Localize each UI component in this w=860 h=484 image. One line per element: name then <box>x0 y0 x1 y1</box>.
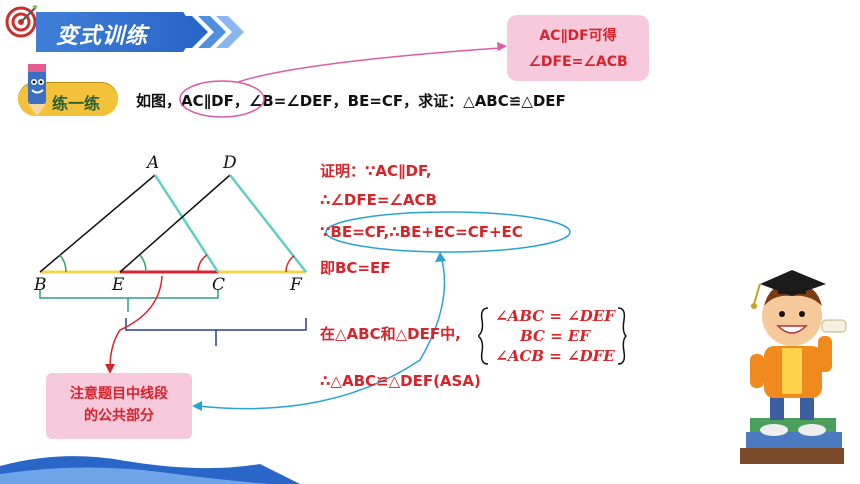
highlight-ellipse-parallel <box>179 80 265 118</box>
hint-line-2: ∠DFE=∠ACB <box>528 54 628 70</box>
footer-wave <box>0 456 300 484</box>
arrow-common-segment <box>109 275 163 369</box>
note-line-2: 的公共部分 <box>84 408 154 424</box>
condition-side-bc: BC = EF <box>520 327 590 345</box>
vertex-label-b: B <box>34 275 47 295</box>
triangle-figure <box>39 174 307 374</box>
hint-callout: AC∥DF可得 ∠DFE=∠ACB <box>507 15 649 81</box>
proof-line-3: ∵BE=CF,∴BE+EC=CF+EC <box>320 223 523 241</box>
vertex-label-c: C <box>212 275 226 295</box>
student-on-books-illustration <box>740 270 847 464</box>
proof-line-2: ∴∠DFE=∠ACB <box>320 191 437 209</box>
vertex-label-d: D <box>223 153 237 173</box>
vertex-label-f: F <box>290 275 302 295</box>
badge-label: 练一练 <box>52 94 101 113</box>
section-title: 变式训练 <box>56 24 149 49</box>
section-header-bar <box>36 12 196 52</box>
connector-to-callout <box>237 47 501 83</box>
pencil-mascot-icon <box>28 64 46 116</box>
system-braces <box>478 307 628 365</box>
vertex-label-a: A <box>147 153 160 173</box>
condition-angle-c: ∠ACB = ∠DFE <box>495 347 615 365</box>
highlight-ellipse-segments <box>325 211 571 253</box>
proof-conclusion: ∴△ABC≌△DEF(ASA) <box>320 372 481 390</box>
dart-target-icon <box>4 4 38 38</box>
condition-angle-b: ∠ABC = ∠DEF <box>495 307 615 325</box>
note-line-1: 注意题目中线段 <box>70 386 168 402</box>
problem-statement: 如图，AC∥DF，∠B=∠DEF，BE=CF，求证：△ABC≌△DEF <box>136 92 566 110</box>
proof-line-1: 证明：∵AC∥DF, <box>320 162 432 180</box>
chevron-arrows-icon <box>180 16 244 48</box>
proof-line-4: 即BC=EF <box>320 259 391 277</box>
vertex-label-e: E <box>112 275 125 295</box>
connector-to-note <box>197 252 446 410</box>
hint-line-1: AC∥DF可得 <box>539 28 617 44</box>
proof-line-5: 在△ABC和△DEF中, <box>320 325 461 343</box>
common-segment-note: 注意题目中线段 的公共部分 <box>46 373 192 439</box>
congruence-conditions: ∠ABC = ∠DEF BC = EF ∠ACB = ∠DFE <box>490 306 620 366</box>
